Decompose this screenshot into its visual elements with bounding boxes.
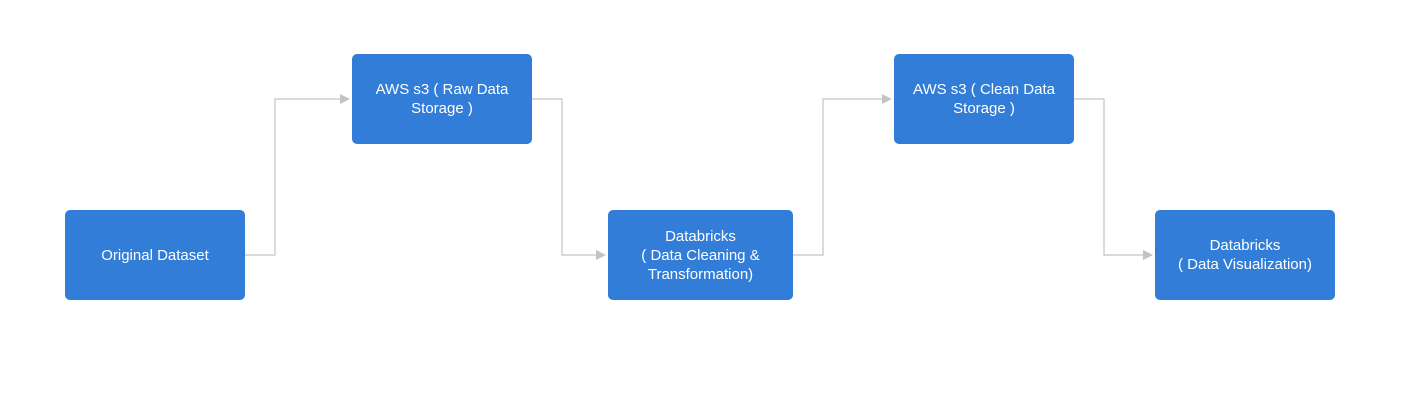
edge-original-to-raw-storage <box>245 94 350 256</box>
node-label: AWS s3 ( Clean Data Storage ) <box>913 81 1055 117</box>
node-data-visualization[interactable]: Databricks ( Data Visualization) <box>1155 210 1335 300</box>
node-raw-data-storage[interactable]: AWS s3 ( Raw Data Storage ) <box>352 54 532 144</box>
node-label: AWS s3 ( Raw Data Storage ) <box>375 81 509 117</box>
edge-data-cleaning-to-clean-storage <box>793 94 892 256</box>
node-clean-data-storage[interactable]: AWS s3 ( Clean Data Storage ) <box>894 54 1074 144</box>
edge-raw-storage-to-data-cleaning <box>532 98 606 260</box>
edge-clean-storage-to-data-visualization <box>1074 98 1153 260</box>
node-label: Databricks ( Data Cleaning & Transformat… <box>641 227 760 283</box>
node-label: Original Dataset <box>101 246 209 264</box>
node-data-cleaning[interactable]: Databricks ( Data Cleaning & Transformat… <box>608 210 793 300</box>
node-label: Databricks ( Data Visualization) <box>1178 237 1312 273</box>
node-original-dataset[interactable]: Original Dataset <box>65 210 245 300</box>
